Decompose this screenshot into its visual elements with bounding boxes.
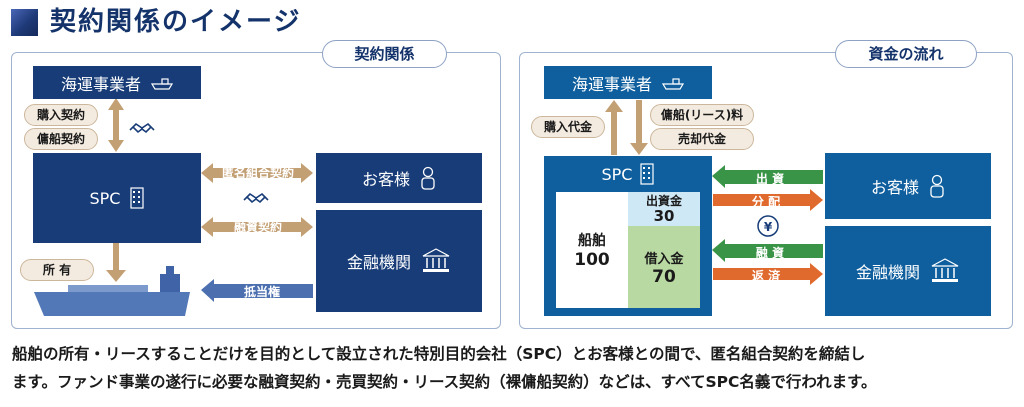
description-text: 船舶の所有・リースすることだけを目的として設立された特別目的会社（SPC）とお客…: [12, 340, 1017, 396]
label-collateral: 抵当権: [243, 285, 280, 299]
right-operator-label: 海運事業者: [571, 74, 652, 94]
bank-icon-2: [931, 258, 959, 282]
repayment-arrow: [713, 263, 823, 285]
right-spc-label: SPC: [601, 164, 633, 184]
debt-label: 借入金: [644, 251, 684, 267]
purchase-price-arrow: [605, 100, 623, 155]
label-charter-fee: 傭船(リース)料: [650, 104, 754, 126]
financing-arrow: [712, 239, 823, 262]
ownership-arrow: [106, 243, 126, 282]
ship-small-icon: [151, 77, 173, 90]
ship-asset-cell: 船舶 100: [556, 192, 628, 308]
left-operator-label: 海運事業者: [60, 74, 141, 94]
left-finance-label: 金融機関: [346, 253, 411, 272]
label-distribution: 分 配: [751, 195, 781, 209]
label-repayment: 返 済: [751, 269, 781, 283]
person-icon-2: [930, 174, 944, 198]
right-finance-label: 金融機関: [855, 263, 920, 282]
right-finance-box: 金融機関: [825, 226, 991, 316]
collateral-arrow: [201, 279, 313, 302]
left-operator-box: 海運事業者: [33, 66, 201, 99]
equity-label: 出資金: [645, 194, 682, 208]
right-customer-label: お客様: [870, 178, 919, 197]
debt-value: 70: [652, 266, 676, 287]
label-anonymous-contract: 匿名組合契約: [221, 166, 294, 180]
ship-asset-label: 船舶: [578, 233, 606, 249]
building-icon: [130, 187, 145, 209]
page-title: 契約関係のイメージ: [50, 7, 302, 37]
operator-spc-arrow: [108, 98, 124, 152]
right-customer-box: お客様: [825, 153, 991, 219]
left-spc-box: SPC: [33, 153, 201, 243]
debt-cell: 借入金 70: [628, 226, 700, 308]
right-operator-box: 海運事業者: [544, 66, 712, 99]
anonymous-contract-arrow: [201, 163, 313, 183]
fund-flow-panel-title: 資金の流れ: [835, 40, 977, 68]
description-line-2: ます。ファンド事業の遂行に必要な融資契約・売買契約・リース契約（裸傭船契約）など…: [12, 373, 877, 391]
charter-fee-arrow: [630, 100, 648, 155]
label-financing: 融 資: [755, 246, 785, 260]
distribution-arrow: [713, 189, 823, 211]
ship-small-icon-2: [662, 77, 684, 90]
title-square-icon: [11, 9, 38, 36]
building-icon-2: [640, 163, 655, 185]
handshake-icon-2: [243, 192, 269, 204]
bank-icon: [422, 248, 450, 272]
investment-arrow: [712, 165, 823, 188]
label-charter-contract: 傭船契約: [24, 128, 98, 150]
loan-contract-arrow: [201, 217, 313, 237]
description-line-1: 船舶の所有・リースすることだけを目的として設立された特別目的会社（SPC）とお客…: [12, 345, 866, 363]
left-finance-box: 金融機関: [316, 210, 482, 312]
label-investment: 出 資: [755, 172, 785, 186]
handshake-icon: [129, 122, 155, 134]
yen-coin-icon: ¥: [757, 215, 779, 237]
equity-cell: 出資金 30: [628, 192, 700, 226]
person-icon: [421, 166, 435, 190]
contract-panel-title: 契約関係: [322, 40, 447, 68]
svg-text:¥: ¥: [764, 220, 773, 234]
equity-value: 30: [653, 207, 675, 225]
label-ownership: 所 有: [20, 259, 94, 281]
label-sale-price: 売却代金: [650, 128, 754, 150]
left-customer-label: お客様: [361, 170, 410, 189]
ship-asset-value: 100: [574, 250, 610, 270]
label-purchase-contract: 購入契約: [24, 104, 98, 126]
label-purchase-price: 購入代金: [531, 116, 605, 138]
right-spc-header: SPC: [544, 160, 712, 188]
left-customer-box: お客様: [316, 153, 482, 203]
ship-icon: [34, 266, 190, 316]
left-spc-label: SPC: [89, 188, 121, 208]
label-loan-contract: 融資契約: [233, 220, 282, 234]
